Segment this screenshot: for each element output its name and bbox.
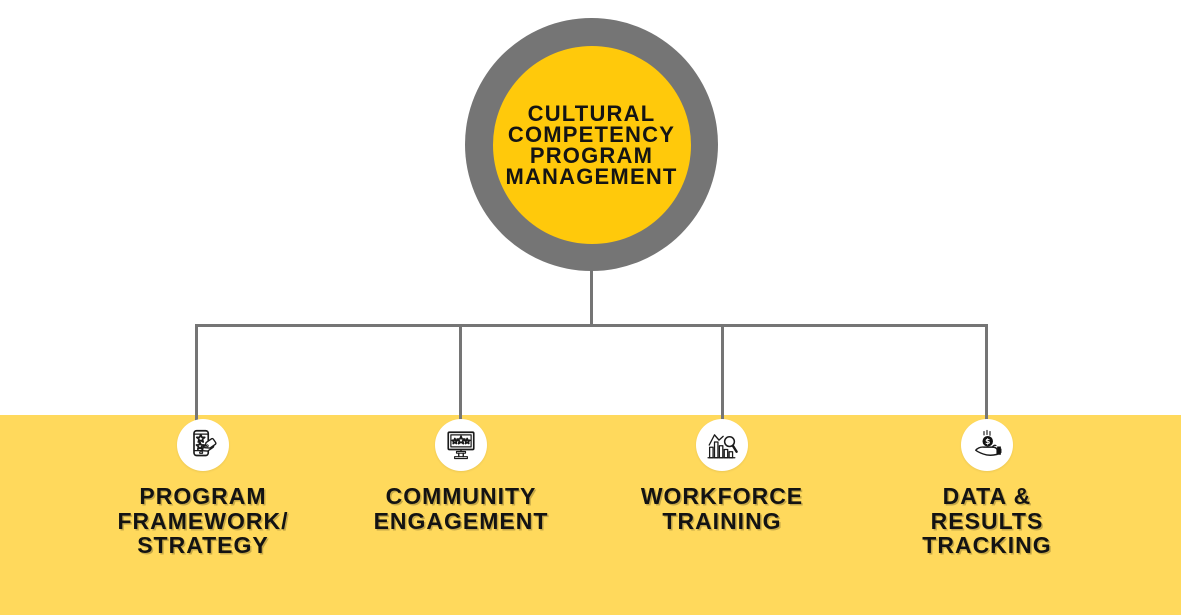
branch-label-line: STRATEGY: [137, 532, 269, 558]
hub-title-line: COMPETENCY: [507, 121, 676, 147]
branch-label-line: COMMUNITY: [385, 483, 537, 509]
branch-program-framework: PROGRAM FRAMEWORK/ STRATEGY: [78, 419, 328, 558]
branch-label: PROGRAM FRAMEWORK/ STRATEGY: [118, 484, 289, 558]
bar-chart-magnifier-icon: [707, 434, 738, 459]
branch-data-results-tracking: $ DATA & RESULTS TRACKING: [862, 419, 1112, 558]
branch-label-line: PROGRAM: [139, 483, 267, 509]
hub-node-inner: CULTURAL COMPETENCY PROGRAM MANAGEMENT: [492, 45, 691, 244]
icon-circle: [177, 419, 229, 471]
connector-drop-1: [195, 324, 198, 444]
dollar-symbol: $: [985, 437, 990, 446]
icon-circle: [696, 419, 748, 471]
branch-label-line: ENGAGEMENT: [373, 507, 549, 534]
branch-label-line: TRACKING: [922, 532, 1052, 558]
monitor-stars-icon: [447, 431, 475, 460]
hub-node: CULTURAL COMPETENCY PROGRAM MANAGEMENT: [465, 18, 718, 271]
branch-label-line: DATA &: [942, 483, 1032, 509]
connector-drop-3: [721, 324, 724, 444]
branch-community-engagement: COMMUNITY ENGAGEMENT: [336, 419, 586, 533]
branch-workforce-training: WORKFORCE TRAINING: [597, 419, 847, 533]
branch-label: DATA & RESULTS TRACKING: [922, 484, 1051, 558]
icon-circle: $: [961, 419, 1013, 471]
branch-label: WORKFORCE TRAINING: [641, 484, 803, 533]
hub-title-line: MANAGEMENT: [505, 163, 678, 189]
branch-label: COMMUNITY ENGAGEMENT: [374, 484, 549, 533]
hand-coin-icon: $: [975, 429, 1002, 456]
connector-stem: [590, 268, 593, 326]
phone-stars-tags-icon: [193, 429, 217, 457]
icon-circle: [435, 419, 487, 471]
branch-label-line: WORKFORCE: [640, 483, 804, 509]
branch-label-line: TRAINING: [662, 507, 782, 534]
connector-drop-4: [985, 324, 988, 444]
branch-label-line: FRAMEWORK/: [117, 507, 289, 534]
connector-horizontal-bar: [195, 324, 987, 327]
hub-title-line: CULTURAL: [527, 100, 656, 126]
branch-label-line: RESULTS: [930, 507, 1044, 534]
connector-drop-2: [459, 324, 462, 444]
hub-title-line: PROGRAM: [529, 142, 654, 168]
